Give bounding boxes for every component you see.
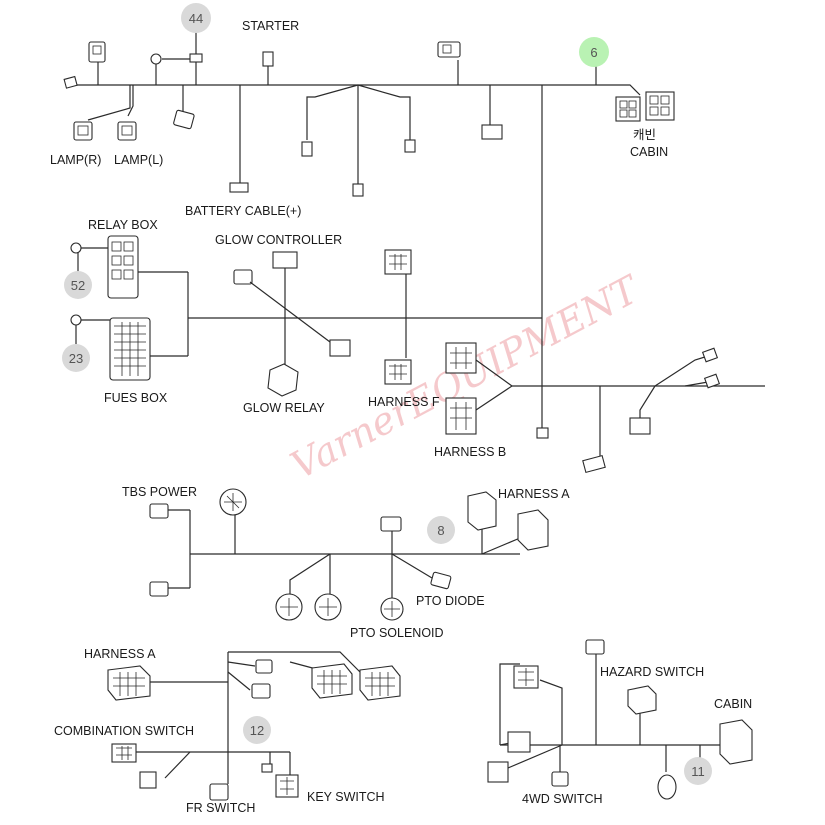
right-branch-connector-3 — [629, 417, 651, 435]
label-glow-relay: GLOW RELAY — [243, 401, 325, 415]
harness-b-connector — [445, 397, 477, 435]
harness-b-upper-connector — [445, 342, 477, 374]
label-pto-diode: PTO DIODE — [416, 594, 485, 608]
ring-terminal — [150, 53, 162, 65]
harness-a-mid-connector-1 — [467, 491, 497, 531]
badge-12-text: 12 — [250, 723, 264, 738]
lamp-r-connector — [73, 121, 93, 141]
label-cabin-top: CABIN — [630, 145, 668, 159]
glow-right-connector — [329, 339, 351, 357]
label-harness-a-bottom: HARNESS A — [84, 647, 156, 661]
pto-diode-connector — [430, 571, 452, 590]
small-connector-1 — [255, 659, 273, 674]
4wd-switch-connector — [551, 771, 569, 787]
label-pto-solenoid: PTO SOLENOID — [350, 626, 444, 640]
spider-connector-2 — [352, 183, 364, 197]
label-battery-cable: BATTERY CABLE(+) — [185, 204, 301, 218]
harness-a-mid-connector-2 — [517, 509, 549, 551]
trunk-end-connector — [63, 75, 78, 89]
small-connector-2 — [251, 683, 271, 699]
badge-52-text: 52 — [71, 278, 85, 293]
spider-connector-1 — [301, 141, 313, 157]
round-connector-bottom-right — [657, 774, 677, 800]
label-lamp-l: LAMP(L) — [114, 153, 163, 167]
glow-relay — [267, 363, 299, 397]
fuse-screw — [70, 314, 82, 326]
relay-screw — [70, 242, 82, 254]
connector-lamp-side — [173, 109, 195, 130]
top-trunk-wire — [72, 84, 641, 96]
combination-switch-connector-2 — [139, 771, 157, 789]
badge-11-text: 11 — [691, 764, 705, 779]
badge-8-text: 8 — [437, 523, 444, 538]
middle-harness: TBS POWER PTO SOLENOID PTO DIODE 8 HARNE… — [122, 485, 570, 640]
top-mid-connector — [437, 41, 461, 58]
harness-f-connector — [384, 359, 412, 385]
label-fr-switch: FR SWITCH — [186, 801, 255, 815]
label-cabin-korean: 캐빈 — [633, 128, 656, 142]
harness-a-bottom-connector — [107, 665, 151, 701]
battery-cable-connector — [229, 182, 249, 193]
badge-44 — [181, 3, 211, 33]
tbs-power-connector-2 — [149, 581, 169, 597]
relay-box — [107, 235, 139, 299]
vertical-end-connector — [536, 427, 549, 439]
label-relay-box: RELAY BOX — [88, 218, 158, 232]
top-left-connector — [88, 41, 106, 63]
hazard-switch-connector — [627, 685, 657, 715]
key-switch-small-connector — [261, 763, 273, 773]
badge-23-text: 23 — [69, 351, 83, 366]
label-key-switch: KEY SWITCH — [307, 790, 385, 804]
label-cabin-bottom: CABIN — [714, 697, 752, 711]
cabin-bottom-connector — [719, 719, 753, 765]
hazard-top-connector — [585, 639, 605, 655]
spider-connector-3 — [404, 139, 416, 153]
badge-44-text: 44 — [189, 11, 203, 26]
label-tbs-power: TBS POWER — [122, 485, 197, 499]
glow-controller-connector — [272, 251, 298, 269]
label-4wd-switch: 4WD SWITCH — [522, 792, 603, 806]
pto-top-connector — [380, 516, 402, 532]
label-harness-a-mid: HARNESS A — [498, 487, 570, 501]
combination-switch-connector — [111, 743, 137, 763]
label-hazard-switch: HAZARD SWITCH — [600, 665, 704, 679]
badge-8 — [427, 516, 455, 544]
right-branch-connector-1 — [701, 347, 719, 363]
fr-switch-connector — [209, 783, 229, 801]
terminal-44 — [189, 53, 203, 63]
lamp-l-connector — [117, 121, 137, 141]
glow-side-connector — [233, 269, 253, 285]
harness-f-top-connector — [384, 249, 412, 275]
badge-6 — [579, 37, 609, 67]
starter-connector — [262, 51, 274, 67]
tbs-power-connector-1 — [149, 503, 169, 519]
badge-12 — [243, 716, 271, 744]
right-branch-connector-4 — [582, 454, 606, 474]
mid-drop-connector — [481, 124, 503, 140]
label-combination-switch: COMBINATION SWITCH — [54, 724, 194, 738]
label-fues-box: FUES BOX — [104, 391, 168, 405]
badge-23 — [62, 344, 90, 372]
label-starter: STARTER — [242, 19, 299, 33]
badge-11 — [684, 757, 712, 785]
badge-52 — [64, 271, 92, 299]
label-harness-f: HARNESS F — [368, 395, 440, 409]
mid-left-connector — [507, 731, 531, 753]
badge-6-text: 6 — [590, 45, 597, 60]
right-branch-connector-2 — [703, 373, 721, 389]
bottom-right-harness: 4WD SWITCH HAZARD SWITCH 11 CABIN — [487, 639, 753, 806]
cabin-connector-1 — [615, 96, 641, 122]
bottom-left-harness: HARNESS A COMBINATION SWITCH 12 FR SWITC… — [54, 647, 401, 815]
label-lamp-r: LAMP(R) — [50, 153, 101, 167]
lower-left-connector — [487, 761, 509, 783]
label-glow-controller: GLOW CONTROLLER — [215, 233, 342, 247]
relay-section: RELAY BOX 52 FUES BOX 23 GLOW CONTROLLER… — [62, 218, 765, 474]
top-harness: 44 STARTER LAMP(R) LAMP(L) BATTERY CABLE… — [50, 3, 675, 439]
label-harness-b: HARNESS B — [434, 445, 506, 459]
